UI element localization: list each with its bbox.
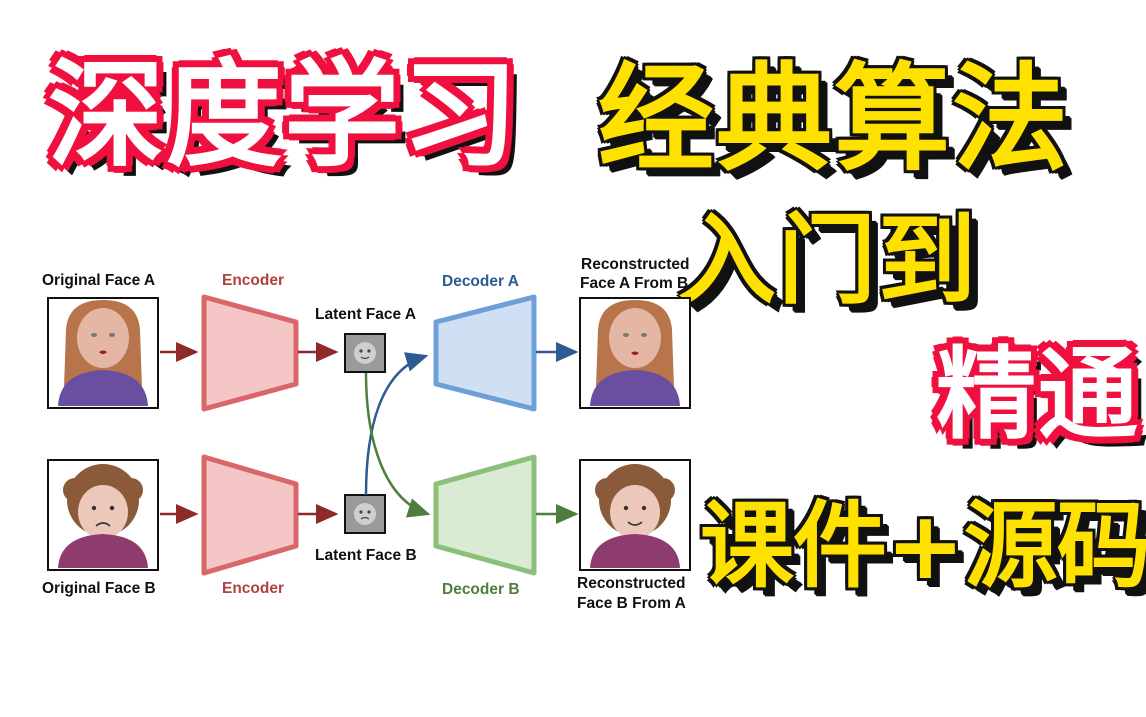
label-encoder-top: Encoder [222, 272, 285, 289]
label-decoder-b: Decoder B [442, 581, 520, 598]
arrow-latent-b-to-decoder-a [364, 352, 429, 496]
label-encoder-bottom: Encoder [222, 580, 285, 597]
label-latent-face-b: Latent Face B [315, 547, 417, 564]
title-line2: 入门到 [678, 204, 979, 318]
title-line3: 精通 [936, 336, 1140, 453]
reconstructed-face-a-image [579, 297, 691, 409]
decoder-b-shape [433, 454, 537, 576]
latent-face-b-image [344, 494, 386, 534]
encoder-top-shape [201, 294, 299, 412]
encoder-bottom-shape [201, 454, 299, 576]
original-face-b-image [47, 459, 159, 571]
title-part2: 经典算法 [598, 52, 1070, 187]
label-decoder-a: Decoder A [442, 273, 519, 290]
label-original-face-b: Original Face B [42, 580, 156, 597]
latent-face-a-image [344, 333, 386, 373]
reconstructed-face-b-image [579, 459, 691, 571]
label-reconstructed-a-line2: Face A From B [580, 275, 689, 292]
label-latent-face-a: Latent Face A [315, 306, 417, 323]
label-original-face-a: Original Face A [42, 272, 156, 289]
decoder-a-shape [433, 294, 537, 412]
arrow-latent-a-to-decoder-b [364, 372, 431, 518]
label-reconstructed-b-line2: Face B From A [577, 595, 686, 612]
label-reconstructed-b-line1: Reconstructed [577, 575, 686, 592]
original-face-a-image [47, 297, 159, 409]
autoencoder-diagram [47, 294, 691, 576]
title-line4: 课件+源码 [700, 492, 1146, 601]
title-part1: 深度学习 [48, 48, 520, 183]
label-reconstructed-a-line1: Reconstructed [581, 256, 690, 273]
